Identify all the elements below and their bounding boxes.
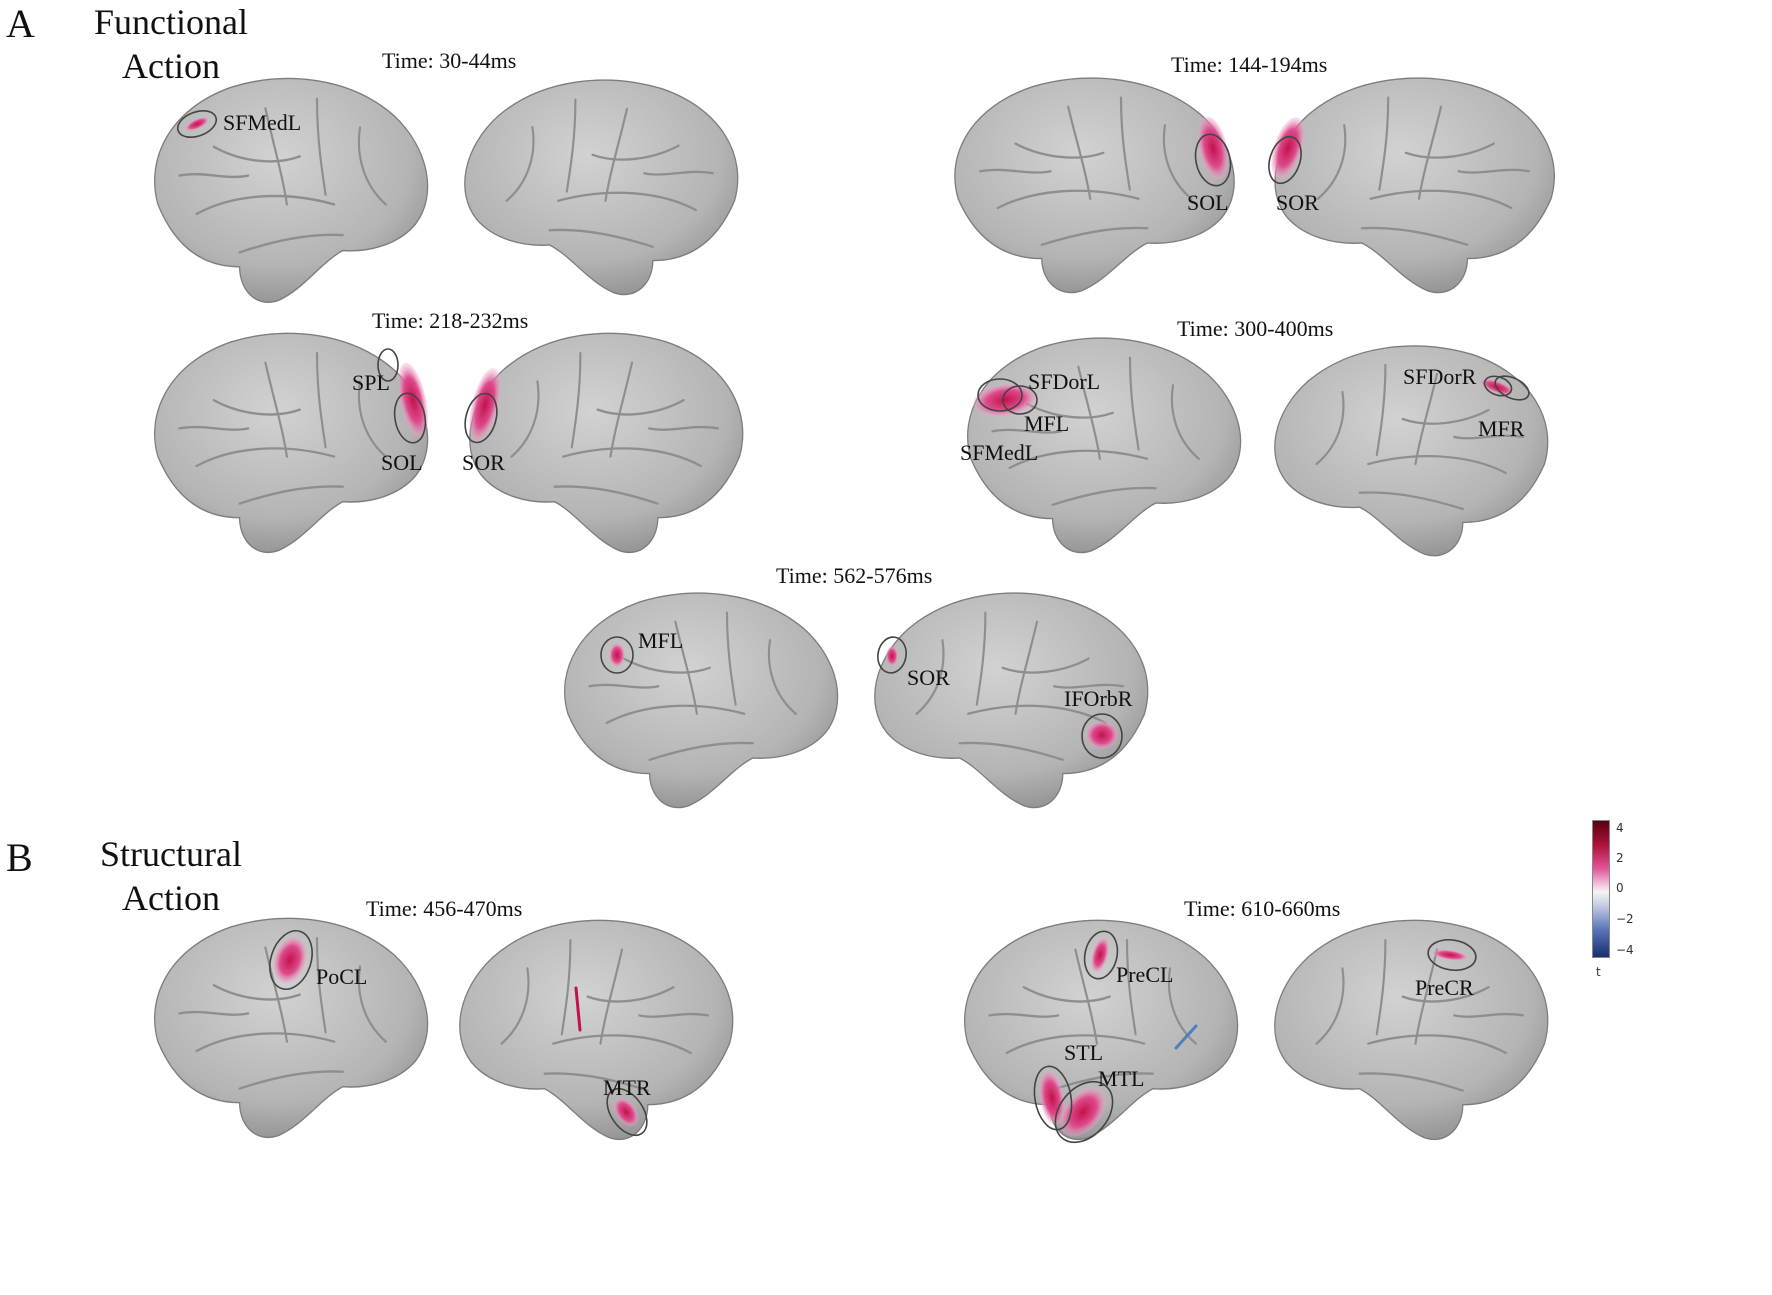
region-label: MFL [1024, 411, 1070, 436]
time-window-label: Time: 300-400ms [1177, 316, 1334, 341]
region-label: MTL [1098, 1066, 1145, 1091]
time-window-label: Time: 562-576ms [776, 563, 933, 588]
colorbar-label: t [1596, 965, 1601, 979]
panel-a-title-line2: Action [122, 46, 220, 86]
brain-right-hemisphere [468, 332, 744, 554]
region-label: MTR [603, 1075, 651, 1100]
region-label: PreCL [1116, 962, 1174, 987]
time-window-label: Time: 30-44ms [382, 48, 517, 73]
panel-b-title-line2: Action [122, 878, 220, 918]
brain-right-hemisphere [1273, 919, 1549, 1141]
region-label: PoCL [316, 964, 368, 989]
colorbar-tick: −2 [1616, 912, 1634, 926]
panel-b-letter: B [6, 835, 33, 880]
region-label: SOL [1187, 190, 1229, 215]
time-window-label: Time: 456-470ms [366, 896, 523, 921]
region-label: SOL [381, 450, 423, 475]
brain-left-hemisphere [953, 77, 1236, 294]
region-label: SFDorL [1028, 369, 1101, 394]
brain-left-hemisphere [563, 592, 839, 809]
region-label: SFMedL [223, 110, 302, 135]
time-window-label: Time: 218-232ms [372, 308, 529, 333]
region-label: SOR [907, 665, 950, 690]
region-label: PreCR [1415, 975, 1474, 1000]
time-window-label: Time: 144-194ms [1171, 52, 1328, 77]
region-label: MFR [1478, 416, 1525, 441]
region-label: SPL [352, 370, 390, 395]
panel-a-letter: A [6, 1, 35, 46]
region-label: SFDorR [1403, 364, 1477, 389]
region-label: SFMedL [960, 440, 1039, 465]
region-label: SOR [462, 450, 505, 475]
colorbar-tick: 2 [1616, 851, 1624, 865]
brain-right-hemisphere [463, 79, 739, 296]
brain-right-hemisphere [458, 919, 734, 1141]
colorbar-tick: 0 [1616, 881, 1624, 895]
region-label: STL [1064, 1040, 1104, 1065]
brain-right-hemisphere [1273, 77, 1556, 294]
brain-left-hemisphere [153, 332, 429, 554]
time-window-label: Time: 610-660ms [1184, 896, 1341, 921]
colorbar-tick: 4 [1616, 821, 1624, 835]
region-label: IFOrbR [1064, 686, 1133, 711]
region-outlines [176, 110, 1530, 1144]
region-label: MFL [638, 628, 684, 653]
activation-blobs [185, 116, 1515, 1137]
colorbar [1592, 820, 1610, 958]
region-label: SOR [1276, 190, 1319, 215]
panel-a-title-line1: Functional [94, 2, 248, 42]
colorbar-tick: −4 [1616, 943, 1634, 957]
panel-b-title-line1: Structural [100, 834, 242, 874]
